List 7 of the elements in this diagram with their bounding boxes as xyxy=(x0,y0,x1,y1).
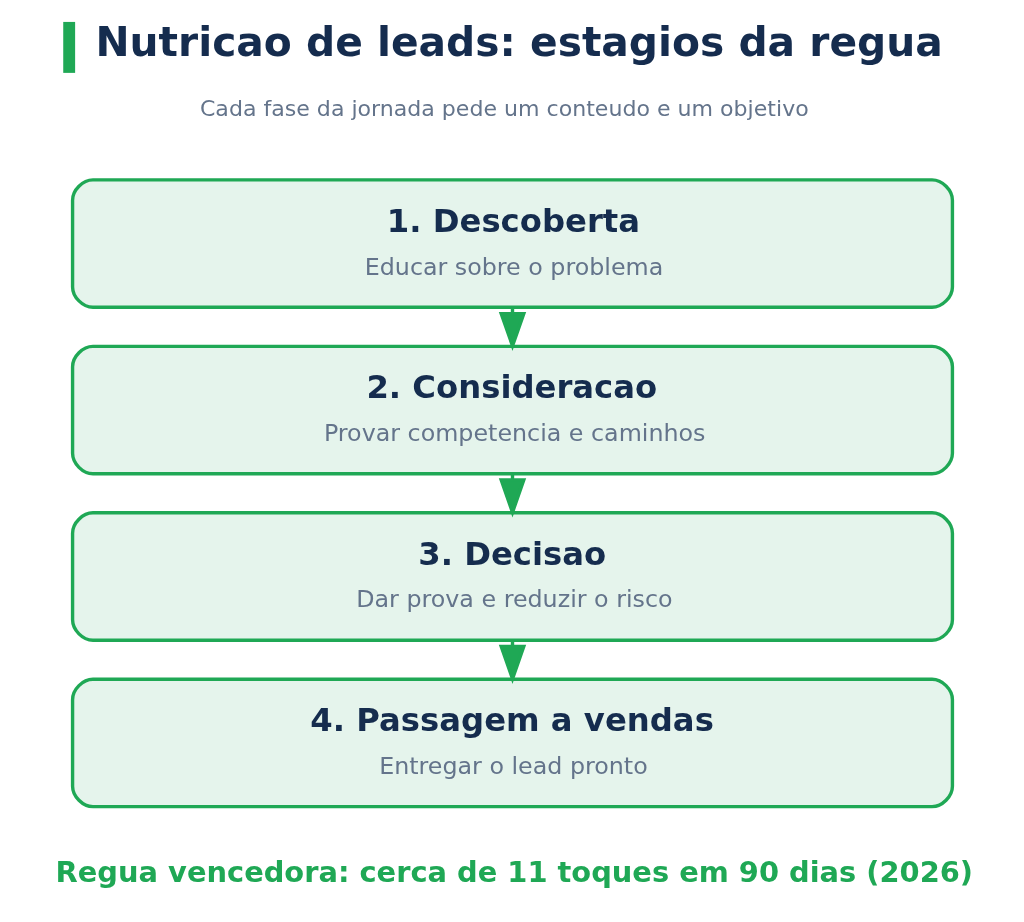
node-box: 2. Consideracao Provar competencia e caminhos xyxy=(70,344,954,476)
node-box: 4. Passagem a vendas Entregar o lead pronto xyxy=(70,677,954,809)
label: Regua vencedora: cerca de 11 toques em 90 dias (2026) xyxy=(55,854,973,889)
node-box: 1. Descoberta Educar sobre o problema xyxy=(70,178,954,309)
node-box: 3. Decisao Dar prova e reduzir o risco xyxy=(70,511,954,642)
label: Cada fase da jornada pede um conteudo e um objetivo xyxy=(199,96,809,122)
diagram-title: Nutricao de leads: estagios da regua xyxy=(95,18,943,67)
